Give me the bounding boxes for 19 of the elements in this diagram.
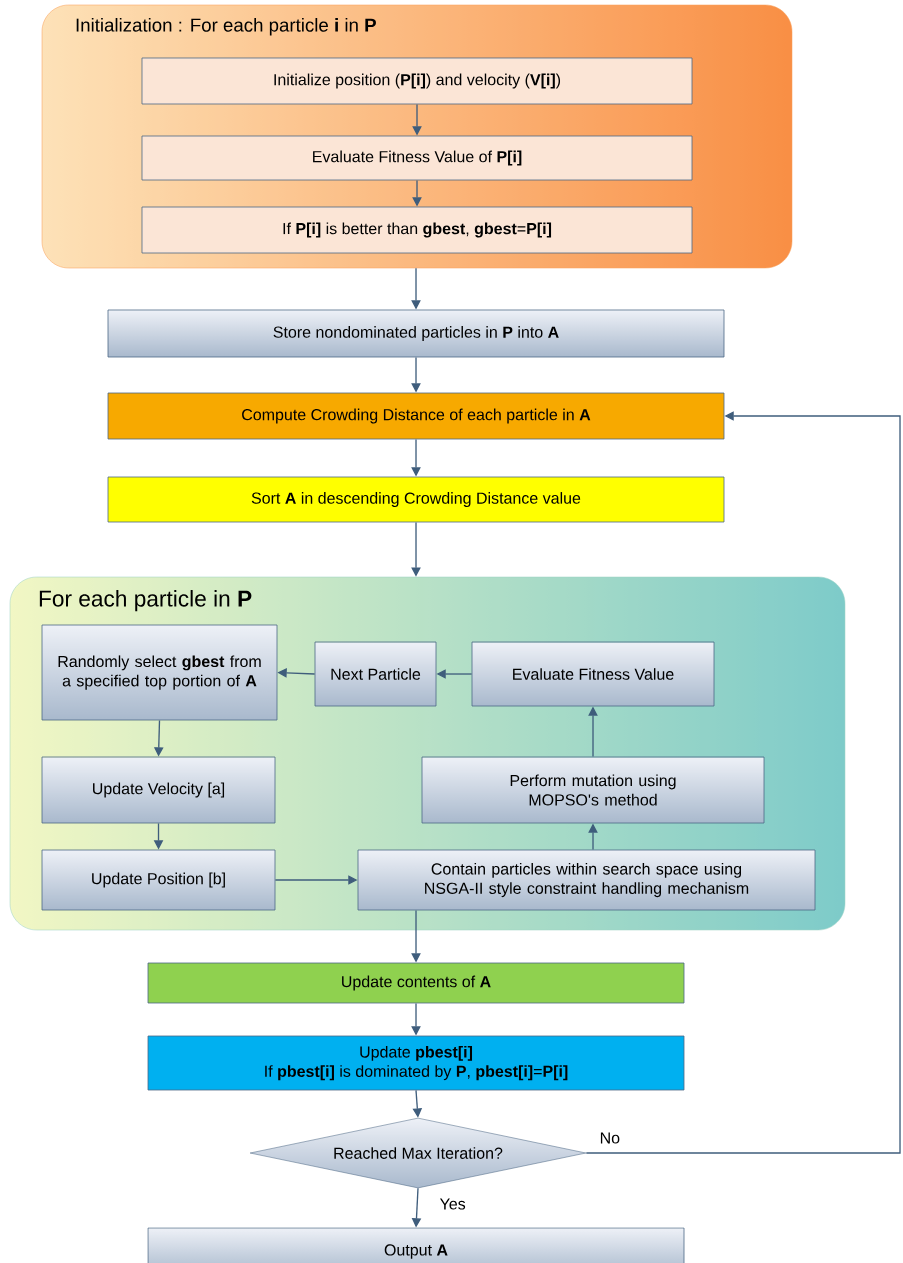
process-box: Evaluate Fitness Value of P[i] bbox=[141, 135, 693, 181]
process-box: Compute Crowding Distance of each particle in A bbox=[107, 392, 725, 440]
process-box: Store nondominated particles in P into A bbox=[107, 309, 725, 358]
process-box: Initialize position (P[i]) and velocity (V[i]) bbox=[141, 57, 693, 105]
process-box: Update contents of A bbox=[147, 962, 685, 1004]
process-box: Evaluate Fitness Value bbox=[471, 641, 715, 707]
process-box: Sort A in descending Crowding Distance value bbox=[107, 476, 725, 523]
process-box: Next Particle bbox=[314, 641, 437, 707]
process-box: Randomly select gbest from a specified top portion of A bbox=[41, 624, 278, 721]
edge-label: Yes bbox=[439, 1198, 466, 1210]
edge-label: No bbox=[600, 1132, 620, 1144]
process-box: If P[i] is better than gbest, gbest=P[i] bbox=[141, 206, 693, 254]
process-box: Perform mutation using MOPSO's method bbox=[421, 756, 765, 824]
process-box: Update Position [b] bbox=[41, 849, 276, 911]
arrow bbox=[585, 411, 901, 1154]
process-box: Output A bbox=[147, 1227, 685, 1263]
process-box: Update Velocity [a] bbox=[41, 756, 276, 824]
process-box: Update pbest[i] If pbest[i] is dominated by P, pbest[i]=P[i] bbox=[147, 1035, 685, 1091]
process-box: Contain particles within search space using NSGA-II style constraint handling mechanism bbox=[357, 849, 816, 911]
